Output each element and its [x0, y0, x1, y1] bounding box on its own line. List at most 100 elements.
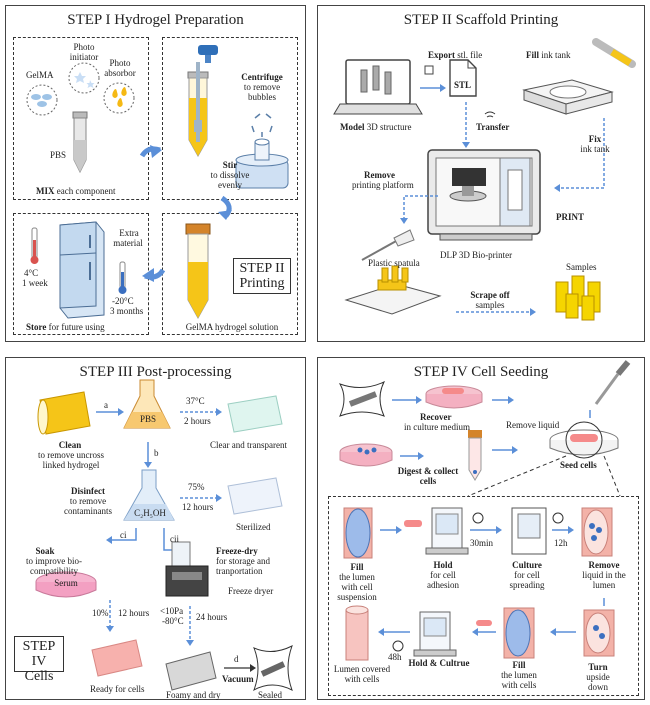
- clean-label: Clean: [58, 440, 82, 450]
- fix-label-2: ink tank: [580, 144, 610, 154]
- lumen-turn-icon: [583, 609, 615, 657]
- gelma-icon: [26, 84, 58, 116]
- pipette-icon: [592, 38, 636, 68]
- step2-printing-box: STEP II Printing: [233, 258, 291, 294]
- mix-rest: each component: [54, 186, 116, 196]
- ink-tank-icon: [522, 79, 614, 115]
- refrigerator-icon: [59, 221, 105, 319]
- time-12hours-b: 12 hours: [118, 608, 150, 618]
- disinfect-desc-2: contaminants: [64, 506, 112, 516]
- clock-icon-3: [392, 640, 404, 652]
- fill2-desc-2: with cells: [501, 680, 537, 690]
- ethanol-label: C₂H₅OH: [134, 508, 166, 518]
- step3-arrow-b: b: [154, 448, 159, 458]
- transfer-label: Transfer: [476, 122, 510, 132]
- fill-rest: ink tank: [539, 50, 571, 60]
- time-12h: 12h: [554, 538, 568, 548]
- step2-printing-line1: STEP II: [239, 261, 285, 276]
- temp-20c-time: 3 months: [110, 306, 144, 316]
- stir-desc-2: evenly: [218, 180, 242, 190]
- seed-dish-icon: [549, 421, 619, 459]
- print-label: PRINT: [556, 212, 585, 222]
- soak-desc-1: to improve bio-: [26, 556, 82, 566]
- spatula-label: Plastic spatula: [368, 258, 420, 268]
- pbs-flask-icon: [123, 379, 171, 429]
- lumen-covered-icon: [345, 605, 369, 661]
- spatula-icon: [361, 229, 415, 261]
- fill1-desc-1: the lumen: [339, 572, 375, 582]
- lumen-remove-icon: [581, 507, 613, 557]
- step4-title: STEP IV Cell Seeding: [413, 364, 549, 380]
- pressure-10pa: <10Pa: [160, 606, 184, 616]
- turn-desc-1: upside: [586, 672, 610, 682]
- small-scaffold-icon: [404, 520, 422, 527]
- recover-rest: in culture medium: [404, 422, 470, 432]
- photo-initiator-icon: [68, 62, 100, 94]
- hydrogel-tube-icon: [37, 391, 91, 435]
- remove-liquid-label: Remove liquid: [506, 420, 560, 430]
- model-label: Model 3D structure: [340, 122, 412, 132]
- freeze-dry-desc-1: for storage and: [216, 556, 270, 566]
- clear-tube-icon: [227, 395, 283, 433]
- bio-printer-icon: [427, 149, 541, 241]
- clean-desc-2: linked hydrogel: [42, 460, 100, 470]
- lumen-covered-2: with cells: [344, 674, 380, 684]
- step2-title: STEP II Scaffold Printing: [403, 12, 559, 28]
- stir-desc-1: to dissolve: [210, 170, 250, 180]
- culture-desc-2: spreading: [509, 580, 545, 590]
- step3-arrow-cii: cii: [170, 534, 179, 544]
- small-scaffold-icon-2: [476, 620, 492, 626]
- soak-label: Soak: [35, 546, 55, 556]
- laptop-icon: [333, 59, 423, 115]
- pbs-tube-icon: [72, 111, 88, 174]
- freeze-dry-desc-2: tranportation: [216, 566, 263, 576]
- fill1-desc-3: suspension: [337, 592, 377, 602]
- printing-platform-icon: [344, 265, 442, 315]
- fill-bold: Fill: [526, 50, 539, 60]
- percent-10: 10%: [92, 608, 109, 618]
- extra-material-2: material: [113, 238, 143, 248]
- lumen-fill-2-icon: [503, 607, 535, 659]
- hold-culture-label: Hold & Cultrue: [408, 658, 470, 668]
- temp-4c: 4°C: [24, 268, 39, 278]
- cell-dish-icon: [339, 443, 393, 467]
- foamy-label: Foamy and dry: [166, 690, 221, 700]
- serum-label: Serum: [54, 578, 78, 588]
- pipette-tip-icon: [594, 373, 620, 405]
- centrifuge-desc-1: to remove: [243, 82, 281, 92]
- model-rest: 3D structure: [364, 122, 412, 132]
- turn-desc-2: down: [588, 682, 608, 692]
- step4-cells-line1: STEP IV: [22, 639, 56, 669]
- remove2-label: Remove: [588, 560, 620, 570]
- disinfect-label: Disinfect: [71, 486, 105, 496]
- gelma-solution-label: GelMA hydrogel solution: [185, 322, 279, 332]
- temp-4c-time: 1 week: [22, 278, 48, 288]
- scrape-desc: samples: [475, 300, 505, 310]
- lumen-fill-icon: [343, 507, 373, 559]
- pbs-label: PBS: [50, 150, 67, 160]
- clear-label: Clear and transparent: [210, 440, 287, 450]
- temp-20c: -20°C: [112, 296, 134, 306]
- culture-desc-1: for cell: [514, 570, 540, 580]
- incubator-hood-icon: [425, 507, 469, 555]
- thermometer-20c-icon: [118, 261, 127, 294]
- sterilized-tube-icon: [227, 477, 283, 515]
- clock-icon-2: [552, 512, 564, 524]
- photo-absorbor-label-2: absorbor: [104, 68, 136, 78]
- seed-cells-label: Seed cells: [560, 460, 597, 470]
- export-label: Export stl. file: [428, 50, 482, 60]
- time-48h: 48h: [388, 652, 402, 662]
- centrifuge-desc-2: bubbles: [248, 92, 276, 102]
- time-12hours: 12 hours: [182, 502, 214, 512]
- time-24hours: 24 hours: [196, 612, 228, 622]
- disinfect-desc-1: to remove: [69, 496, 107, 506]
- sterilized-label: Sterilized: [236, 522, 271, 532]
- remove-platform-rest: printing platform: [352, 180, 414, 190]
- store-label: Store for future using: [26, 322, 105, 332]
- soak-desc-2: compatibility: [30, 566, 78, 576]
- step3-arrow-ci: ci: [120, 530, 127, 540]
- foamy-tube-icon: [165, 651, 217, 691]
- time-2hours: 2 hours: [184, 416, 211, 426]
- store-rest: for future using: [46, 322, 105, 332]
